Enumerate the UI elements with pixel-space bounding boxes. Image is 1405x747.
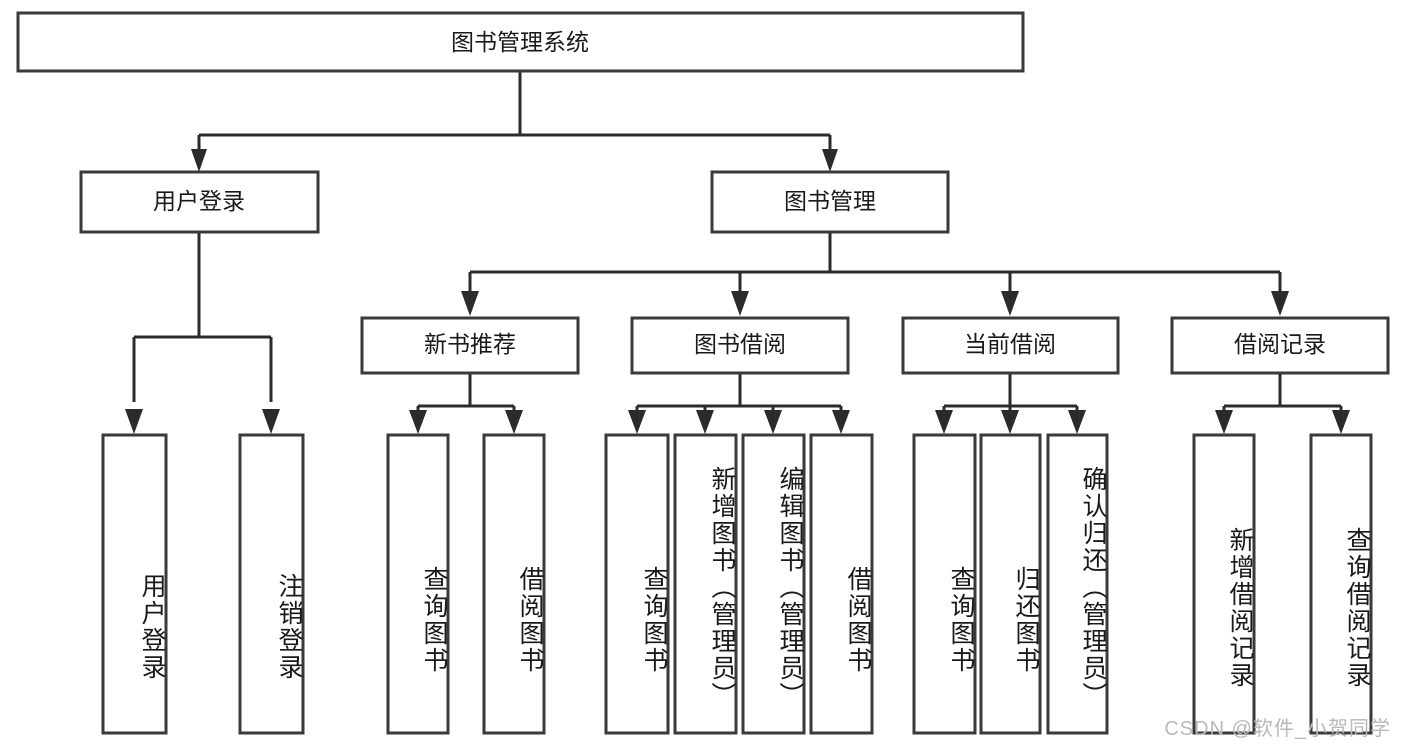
leaf-return-book-box[interactable]: [979, 433, 1042, 735]
connector-userlogin-to-leaves: [132, 232, 273, 402]
connector-newbook-to-leaves: [416, 373, 516, 412]
arrow-to-leaf-query-book-2: [628, 410, 646, 434]
connector-borrowrecords-to-leaves: [1222, 373, 1343, 412]
node-new-book-recommend-label: 新书推荐: [424, 331, 516, 357]
node-book-borrow-box[interactable]: [630, 316, 850, 375]
node-current-borrow-box[interactable]: [901, 316, 1120, 375]
leaf-user-login-box[interactable]: [101, 433, 168, 735]
arrow-to-leaf-add-book: [696, 410, 714, 434]
csdn-watermark: CSDN @软件_小贺同学: [1164, 718, 1391, 740]
leaf-query-book-1-box[interactable]: [386, 433, 450, 735]
connector-bookmanage-to-level3: [468, 232, 1282, 295]
arrow-to-leaf-query-book-3: [935, 410, 953, 434]
leaf-query-book-2-box[interactable]: [604, 433, 670, 735]
arrow-to-current-borrow: [1001, 291, 1019, 316]
arrow-to-leaf-confirm-return: [1068, 410, 1086, 434]
leaf-borrow-book-1-box[interactable]: [482, 433, 546, 735]
arrow-to-borrow-records: [1271, 291, 1289, 316]
node-root-label: 图书管理系统: [451, 29, 589, 55]
node-borrow-records-box[interactable]: [1170, 316, 1390, 375]
nodes-layer: 图书管理系统 用户登录 图书管理 新书推荐 图书借阅 当前借阅 借阅记录: [16, 11, 1390, 735]
arrow-to-book-borrow: [731, 291, 749, 316]
node-book-borrow-label: 图书借阅: [694, 331, 786, 357]
arrow-to-user-login: [191, 149, 207, 172]
node-book-manage-label: 图书管理: [784, 188, 876, 214]
leaf-borrow-book-2-box[interactable]: [809, 433, 874, 735]
leaf-edit-book-box[interactable]: [741, 433, 806, 735]
connector-bookborrow-to-leaves: [635, 373, 843, 412]
arrow-to-book-manage: [822, 149, 838, 172]
arrow-to-leaf-logout: [262, 409, 280, 434]
connector-root-to-level2: [197, 71, 832, 160]
leaf-add-book-box[interactable]: [673, 433, 738, 735]
node-user-login-label: 用户登录: [153, 188, 245, 214]
leaf-query-book-3-box[interactable]: [912, 433, 977, 735]
node-borrow-records-label: 借阅记录: [1234, 331, 1326, 357]
connectors-layer: [125, 71, 1350, 434]
node-user-login-box[interactable]: [79, 170, 320, 234]
node-book-manage-box[interactable]: [710, 170, 950, 234]
arrow-to-leaf-borrow-book-2: [832, 410, 850, 434]
leaf-logout-box[interactable]: [238, 433, 305, 735]
arrow-to-leaf-edit-book: [764, 410, 782, 434]
node-root-box[interactable]: [16, 11, 1025, 73]
arrow-to-leaf-user-login: [125, 409, 143, 434]
arrow-to-new-book-recommend: [461, 291, 479, 316]
arrow-to-leaf-query-book-1: [409, 410, 427, 434]
leaf-query-record-box[interactable]: [1309, 433, 1373, 735]
node-current-borrow-label: 当前借阅: [964, 331, 1056, 357]
leaf-add-record-box[interactable]: [1192, 433, 1256, 735]
node-new-book-recommend-box[interactable]: [360, 316, 580, 375]
arrow-to-leaf-add-record: [1215, 410, 1233, 434]
arrow-to-leaf-borrow-book-1: [505, 410, 523, 434]
leaf-confirm-return-box[interactable]: [1046, 433, 1109, 735]
arrow-to-leaf-query-record: [1332, 410, 1350, 434]
connector-currentborrow-to-leaves: [942, 373, 1079, 412]
arrow-to-leaf-return-book: [1001, 410, 1019, 434]
